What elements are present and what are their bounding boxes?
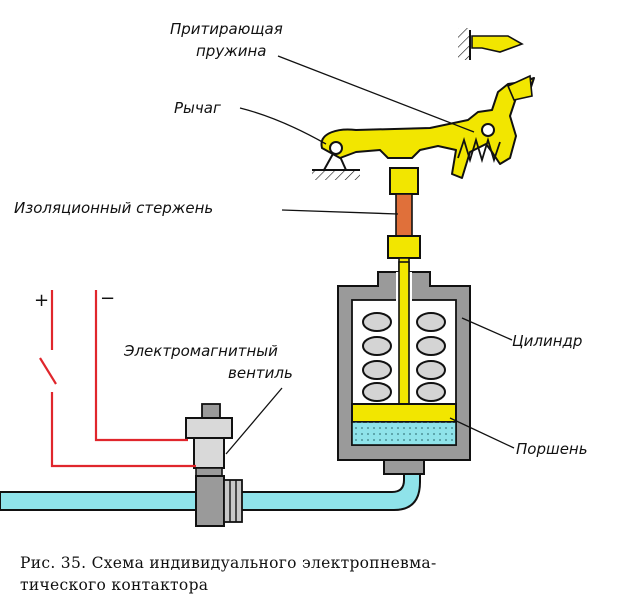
- lapping-spring: [457, 136, 501, 164]
- spring-label-line2: пружина: [196, 42, 266, 60]
- caption-line-2: тического контактора: [20, 576, 209, 594]
- control-circuit: [39, 290, 196, 468]
- valve-label-line2: вентиль: [228, 364, 293, 382]
- piston-label: Поршень: [516, 440, 588, 458]
- fixed-contact-stop: [458, 28, 524, 60]
- electromagnetic-valve: [185, 403, 243, 527]
- valve-label-line1: Электромагнитный: [123, 342, 278, 360]
- spring-label-line1: Притирающая: [170, 20, 283, 38]
- plus-terminal-label: +: [34, 290, 49, 311]
- rod-label: Изоляционный стержень: [14, 199, 213, 217]
- contactor-diagram: Притирающая пружина Рычаг Изоляционный с…: [0, 20, 588, 527]
- piston: [351, 403, 457, 423]
- caption-line-1: Рис. 35. Схема индивидуального электропн…: [20, 554, 437, 572]
- leader-lines: [225, 55, 515, 455]
- return-spring: [362, 312, 446, 402]
- cylinder: [337, 261, 471, 475]
- figure-caption: Рис. 35. Схема индивидуального электропн…: [20, 552, 610, 596]
- lever: [320, 74, 535, 179]
- lever-label: Рычаг: [174, 99, 221, 117]
- minus-terminal-label: −: [100, 288, 115, 309]
- cylinder-label: Цилиндр: [512, 332, 582, 350]
